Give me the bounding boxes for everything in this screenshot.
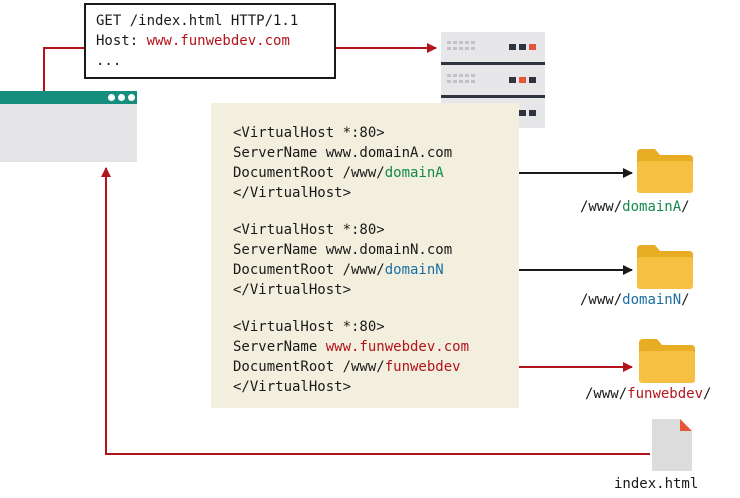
browser-window-icon [0, 91, 137, 162]
host-value: www.funwebdev.com [146, 33, 290, 49]
server-led-icon [509, 77, 516, 83]
block-open-tag: <VirtualHost *:80> [233, 222, 385, 238]
servername-label: ServerName [233, 339, 326, 355]
servername-value: www.domainN.com [325, 242, 453, 258]
documentroot-label: DocumentRoot /www/ [233, 262, 385, 278]
block-open-tag: <VirtualHost *:80> [233, 125, 385, 141]
request-ellipsis: ... [96, 53, 122, 69]
server-vent-icon [447, 74, 475, 83]
block-close-tag: </VirtualHost> [233, 282, 352, 298]
folder-icon [637, 149, 693, 193]
server-led-icon [509, 44, 516, 50]
server-vent-icon [447, 41, 475, 50]
virtualhost-block-funwebdev: <VirtualHost *:80> ServerName www.funweb… [233, 317, 469, 397]
folder-label-funwebdev: /www/funwebdev/ [585, 386, 712, 402]
servername-value: www.funwebdev.com [325, 339, 470, 355]
file-label: index.html [614, 476, 699, 492]
server-divider [441, 95, 545, 98]
virtualhost-config-panel: <VirtualHost *:80> ServerName www.domain… [211, 103, 519, 408]
request-line: GET /index.html HTTP/1.1 [96, 13, 299, 29]
window-dot-icon [108, 94, 115, 101]
servername-value: www.domainA.com [325, 145, 453, 161]
folder-icon [637, 245, 693, 289]
browser-to-request-line [43, 47, 84, 91]
virtualhost-block-domainA: <VirtualHost *:80> ServerName www.domain… [233, 123, 452, 203]
server-led-icon [529, 77, 536, 83]
server-led-icon [529, 44, 536, 50]
document-file-icon [652, 419, 692, 471]
documentroot-value: funwebdev [384, 359, 461, 375]
documentroot-label: DocumentRoot /www/ [233, 359, 385, 375]
folder-icon [639, 339, 695, 383]
http-request-box: GET /index.html HTTP/1.1 Host: www.funwe… [84, 3, 336, 79]
folder-label-domainA: /www/domainA/ [580, 199, 690, 215]
window-dot-icon [128, 94, 135, 101]
file-to-browser-arrow [101, 167, 650, 455]
server-unit [441, 65, 545, 95]
documentroot-value: domainN [384, 262, 444, 278]
block-close-tag: </VirtualHost> [233, 379, 352, 395]
documentroot-value: domainA [384, 165, 444, 181]
browser-title-bar [0, 91, 137, 104]
server-divider [441, 62, 545, 65]
server-unit [441, 32, 545, 62]
server-led-icon [519, 110, 526, 116]
folder-label-domainN: /www/domainN/ [580, 292, 690, 308]
documentroot-label: DocumentRoot /www/ [233, 165, 385, 181]
window-dot-icon [118, 94, 125, 101]
block-open-tag: <VirtualHost *:80> [233, 319, 385, 335]
servername-label: ServerName [233, 145, 326, 161]
server-led-icon [519, 44, 526, 50]
block-close-tag: </VirtualHost> [233, 185, 352, 201]
host-label: Host: [96, 33, 147, 49]
server-led-icon [529, 110, 536, 116]
servername-label: ServerName [233, 242, 326, 258]
server-led-icon [519, 77, 526, 83]
virtualhost-block-domainN: <VirtualHost *:80> ServerName www.domain… [233, 220, 452, 300]
